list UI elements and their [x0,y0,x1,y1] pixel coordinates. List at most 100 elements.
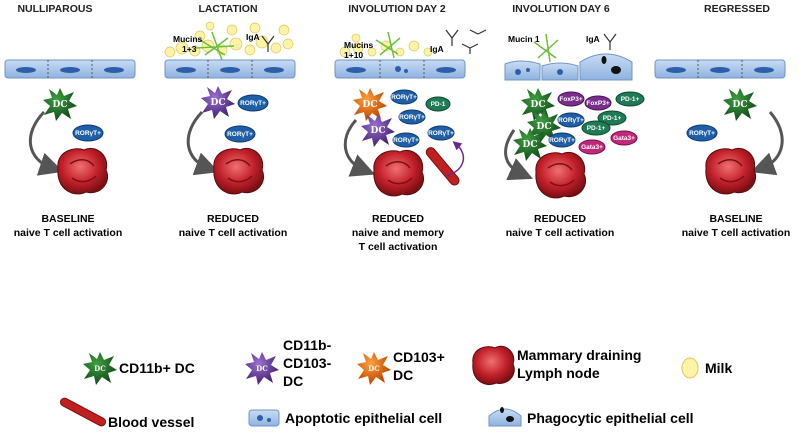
caption-line-1: REDUCED [534,213,586,225]
pd1-label: PD-1+ [621,96,640,103]
cd103-dc-icon: DC [353,88,387,121]
roryt-label: RORγT+ [399,114,425,121]
lymph-node-icon [57,148,108,195]
legend-lymph-node-icon [472,345,515,386]
dc-label: DC [256,364,268,373]
legend-blood-vessel-icon [59,397,107,427]
panel-title-involution-day6: INVOLUTION DAY 6 [512,3,610,15]
iga-label: IgA [430,44,444,54]
dc-label: DC [368,364,380,373]
caption-line-2: naive and memory [352,227,444,239]
roryt-label: RORγT+ [227,131,253,138]
lymph-node-icon [705,148,756,195]
recirculation-arrow [445,141,465,177]
mucin-label: Mucin 1 [508,34,540,44]
legend-blood-vessel-label: Blood vessel [108,414,194,430]
iga-icon [445,29,487,54]
blood-vessel-icon [425,147,460,186]
roryt-label: RORγT+ [558,117,584,124]
dc-label: DC [523,140,538,150]
dc-label: DC [211,98,226,108]
panel-lactation: Mucins 1+3 IgA DC RORγT+ RORγT+ [164,21,296,239]
lymph-node-icon [213,148,264,195]
panel-involution-day2: Mucins 1+10 IgA DC DC RORγT+ [334,29,487,253]
migration-arrow [343,118,376,177]
legend: DC CD11b+ DC DC CD11b- CD103- DC DC CD10… [59,337,732,430]
legend-cd103-dc-label-2: DC [393,367,413,383]
mucins-label-1: Mucins [344,40,374,50]
pd1-cell: PD-1+ [597,110,627,126]
roryt-cell: RORγT+ [686,124,718,142]
legend-phagocytic-cell-icon [488,407,522,427]
roryt-cell: RORγT+ [224,125,256,143]
roryt-label: RORγT+ [428,130,454,137]
lymph-node-icon [373,150,424,197]
panel-title-regressed: REGRESSED [704,3,770,15]
pd1-label: PD-1+ [603,115,622,122]
caption-line-3: T cell activation [359,241,438,253]
caption-line-1: REDUCED [372,213,424,225]
migration-arrow [28,110,64,176]
roryt-label: RORγT+ [689,130,715,137]
roryt-label: RORγT+ [393,137,419,144]
legend-cd103-dc-label-1: CD103+ [393,349,445,365]
mucins-label-2: 1+3 [182,44,197,54]
iga-icon [603,33,617,50]
epithelium-strip [334,59,466,79]
panel-title-involution-day2: INVOLUTION DAY 2 [348,3,446,15]
roryt-cell: RORγT+ [427,125,455,141]
cd11b-dc-icon: DC [521,88,555,121]
panel-title-lactation: LACTATION [198,3,257,15]
caption-line-2: naive T cell activation [682,227,791,239]
legend-lymph-node-label-1: Mammary draining [517,347,641,363]
pd1-cell: PD-1 [425,96,451,112]
gata3-label: Gata3+ [613,135,635,142]
legend-milk-label: Milk [705,360,732,376]
roryt-cell: RORγT+ [390,89,418,105]
dc-label: DC [363,100,378,110]
mucins-label-2: 1+10 [344,50,363,60]
legend-dn-dc-label-3: DC [283,373,303,389]
legend-cd11b-dc-icon: DC [83,352,117,385]
caption-line-1: BASELINE [709,213,762,225]
roryt-cell: RORγT+ [557,112,585,128]
gata3-label: Gata3+ [581,144,603,151]
legend-milk-icon [681,357,699,379]
gata3-cell: Gata3+ [610,130,638,146]
roryt-label: RORγT+ [240,100,266,107]
pd1-cell: PD-1+ [581,120,611,136]
caption-line-2: naive T cell activation [14,227,123,239]
gata3-cell: Gata3+ [578,139,606,155]
mucins-icon [375,31,401,59]
dc-label: DC [94,364,106,373]
milk-droplets [339,33,433,58]
epithelium-damaged [504,53,633,81]
roryt-cell: RORγT+ [72,124,104,142]
iga-label: IgA [246,32,260,42]
legend-dn-dc-label-1: CD11b- [283,337,332,353]
foxp3-cell: FoxP3+ [557,91,585,107]
roryt-label: RORγT+ [391,94,417,101]
epithelium-strip [164,59,296,79]
caption-line-1: REDUCED [207,213,259,225]
cd11b-dc-icon: DC [43,88,77,121]
dc-label: DC [537,122,552,132]
roryt-label: RORγT+ [75,130,101,137]
roryt-label: RORγT+ [549,137,575,144]
panel-involution-day6: Mucin 1 IgA DC DC DC RORγT+ [504,33,645,239]
migration-arrow [186,110,220,176]
lymph-node-icon [535,152,586,199]
dn-dc-icon: DC [201,86,235,119]
legend-dn-dc-icon: DC [245,352,279,385]
mucins-icon [533,33,559,63]
legend-apoptotic-label: Apoptotic epithelial cell [285,410,442,426]
legend-cd103-dc-icon: DC [357,352,391,385]
caption-line-2: naive T cell activation [506,227,615,239]
mucins-label-1: Mucins [173,34,203,44]
roryt-cell: RORγT+ [237,94,269,112]
panel-nulliparous: DC RORγT+ BASELINE naive T cell activati… [4,59,136,239]
migration-arrow [750,111,784,176]
cd11b-dc-icon: DC [723,88,757,121]
cd11b-dc-icon: DC [513,128,547,161]
